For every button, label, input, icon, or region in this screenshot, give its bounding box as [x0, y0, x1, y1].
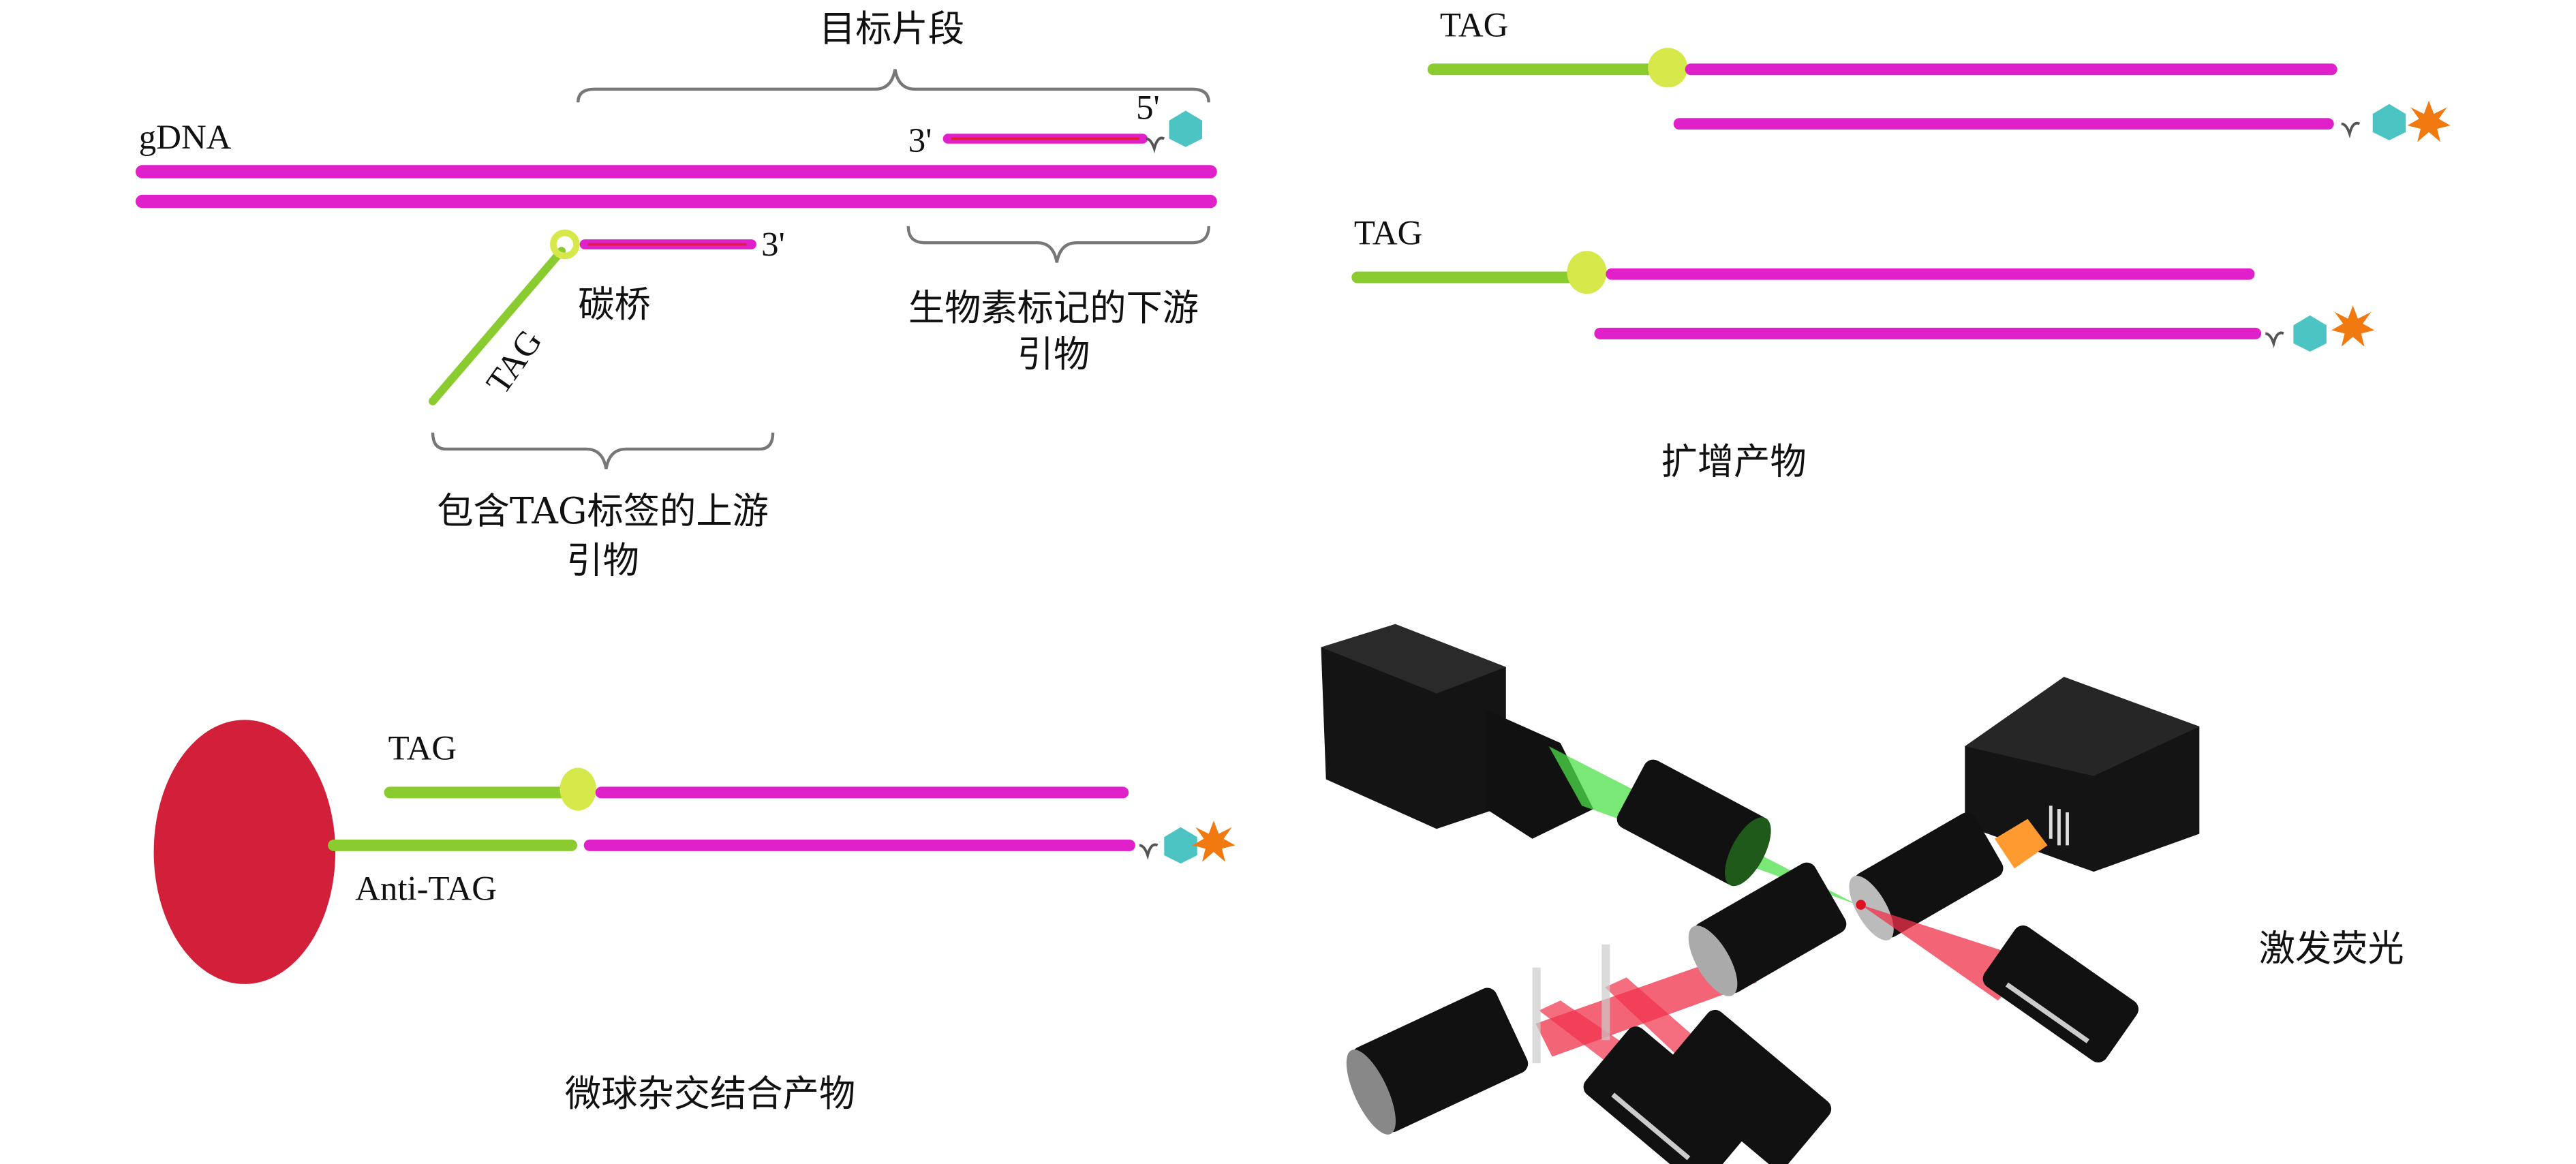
three-prime-top-label: 3'	[908, 122, 932, 160]
detection-panel: 激发荧光	[1321, 624, 2404, 1164]
carbon-bridge-label: 碳桥	[578, 284, 651, 326]
carbon-bridge-icon	[1567, 251, 1607, 294]
fluorescence-star-icon	[2407, 100, 2451, 142]
filter-1	[1532, 967, 1541, 1064]
green-beam	[1548, 746, 1858, 905]
carbon-bridge-icon	[1648, 48, 1688, 88]
fluorescence-star-icon	[2331, 305, 2375, 347]
box-top-face	[1965, 677, 2200, 776]
five-prime-label: 5'	[1136, 89, 1160, 127]
linker-icon	[2264, 331, 2285, 345]
microbead	[153, 720, 336, 984]
orange-beam	[1994, 818, 2048, 869]
target-brace	[577, 69, 1210, 103]
tag-label-2: TAG	[1354, 215, 1422, 253]
detection-caption: 激发荧光	[2259, 928, 2404, 970]
detector-cylinder-2	[1662, 1009, 1832, 1164]
laser-lens-tube	[1486, 709, 1594, 839]
three-prime-bottom-label: 3'	[761, 226, 785, 264]
downstream-brace	[906, 226, 1210, 263]
lens-cylinder-2	[1849, 812, 2004, 940]
upstream-primer-label-1: 包含TAG标签的上游	[437, 490, 769, 532]
carbon-bridge-icon	[550, 229, 580, 260]
lens-cylinder-3	[1688, 862, 1847, 996]
biotin-icon	[1169, 110, 1203, 147]
fluorescence-star-icon	[1192, 821, 1236, 862]
downstream-primer-label-2: 引物	[1017, 333, 1090, 376]
detection-point	[1856, 900, 1866, 910]
primer-panel: 目标片段 gDNA 3' 5' 3' 碳桥 TAG 生物素标记的下游 引物 包含…	[135, 8, 1217, 582]
linker-icon	[2340, 121, 2361, 136]
box-top-face	[1321, 624, 1506, 694]
gdna-label: gDNA	[139, 119, 232, 157]
detector-cylinder-3	[1583, 1026, 1752, 1164]
upstream-brace	[431, 432, 775, 470]
tag-label-1: TAG	[1440, 6, 1508, 44]
tag-label: TAG	[388, 729, 457, 767]
tag-strand	[428, 247, 566, 405]
carbon-bridge-icon	[559, 767, 596, 811]
downstream-primer-label-1: 生物素标记的下游	[908, 287, 1199, 329]
linker-icon	[1144, 136, 1166, 150]
upstream-primer-label-2: 引物	[566, 540, 639, 582]
anti-tag-label: Anti-TAG	[355, 870, 497, 908]
amplification-caption: 扩增产物	[1661, 440, 1807, 483]
biotin-icon	[2372, 104, 2406, 140]
hybridization-caption: 微球杂交结合产物	[565, 1073, 855, 1115]
amplification-panel: TAG TAG 扩增产物	[1351, 6, 2451, 483]
hybridization-panel: TAG Anti-TAG 微球杂交结合产物	[153, 720, 1236, 1115]
filter-2	[1601, 944, 1610, 1041]
lens-cylinder-4	[1982, 925, 2138, 1062]
grating-icon	[2049, 806, 2069, 846]
linker-icon	[1138, 843, 1159, 857]
detector-cylinder-1	[1346, 987, 1529, 1135]
biotin-icon	[2293, 315, 2327, 352]
target-fragment-label: 目标片段	[819, 8, 964, 50]
lens-cylinder-1	[1616, 759, 1771, 887]
